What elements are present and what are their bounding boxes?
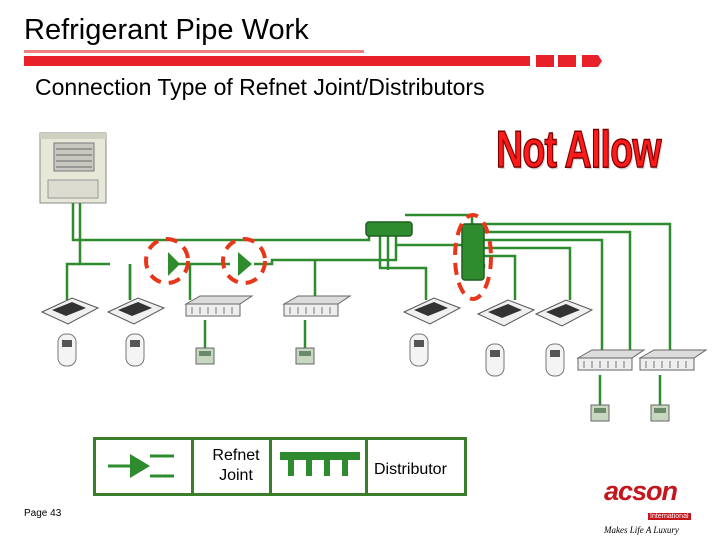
brand-logo: acson International Makes Life A Luxury (604, 478, 700, 535)
distributor-vertical-icon (461, 223, 485, 281)
highlight-circles (144, 213, 493, 301)
legend-refnet-symbol-cell (96, 440, 194, 493)
refrigerant-pipes (65, 203, 672, 405)
page-subtitle: Connection Type of Refnet Joint/Distribu… (35, 74, 485, 100)
remote-control-icon (57, 333, 565, 377)
refnet-joint-symbol-icon (108, 454, 174, 478)
header-bar (24, 50, 602, 67)
page-number: Page 43 (24, 508, 62, 519)
brand-tagline: Makes Life A Luxury (604, 525, 679, 535)
distributor-symbol-icon (280, 452, 360, 476)
distributor-icon (365, 221, 413, 237)
brand-sub-label: International (648, 513, 691, 520)
legend-distributor-label: Distributor (374, 461, 447, 478)
ducted-unit-icon (184, 295, 708, 371)
legend-refnet-label: Refnet Joint (212, 447, 260, 484)
legend-refnet-text-cell (96, 440, 272, 493)
wired-controller-icon (195, 347, 670, 422)
cassette-unit-icon (40, 297, 594, 327)
brand-wordmark: acson (604, 476, 678, 506)
page-title: Refrigerant Pipe Work (24, 14, 309, 46)
legend-distributor-symbol-cell (272, 440, 368, 493)
refnet-joint-icon (168, 252, 252, 276)
outdoor-unit-icon (39, 132, 107, 204)
legend: Refnet Joint Distributor (93, 437, 467, 496)
not-allow-warning: Not Allow (495, 120, 662, 180)
